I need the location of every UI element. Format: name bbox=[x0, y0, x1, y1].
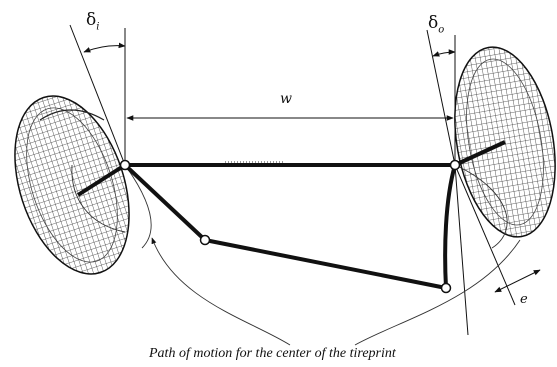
angle-arcs bbox=[83, 42, 456, 57]
track-width-label: w bbox=[280, 91, 292, 107]
steering-linkage bbox=[76, 140, 506, 290]
tireprint-paths bbox=[71, 164, 521, 346]
offset-label: e bbox=[520, 292, 528, 307]
left-wheel bbox=[14, 95, 130, 275]
offset-dimension bbox=[494, 269, 541, 293]
left-kingpin-joint bbox=[119, 159, 131, 171]
right-kingpin-joint bbox=[449, 159, 461, 171]
right-tie-rod-joint bbox=[440, 282, 452, 294]
left-tie-rod-joint bbox=[199, 234, 211, 246]
caption: Path of motion for the center of the tir… bbox=[149, 346, 396, 361]
delta-i-label: δi bbox=[86, 10, 100, 33]
joints bbox=[119, 159, 461, 294]
delta-o-label: δo bbox=[428, 13, 445, 36]
